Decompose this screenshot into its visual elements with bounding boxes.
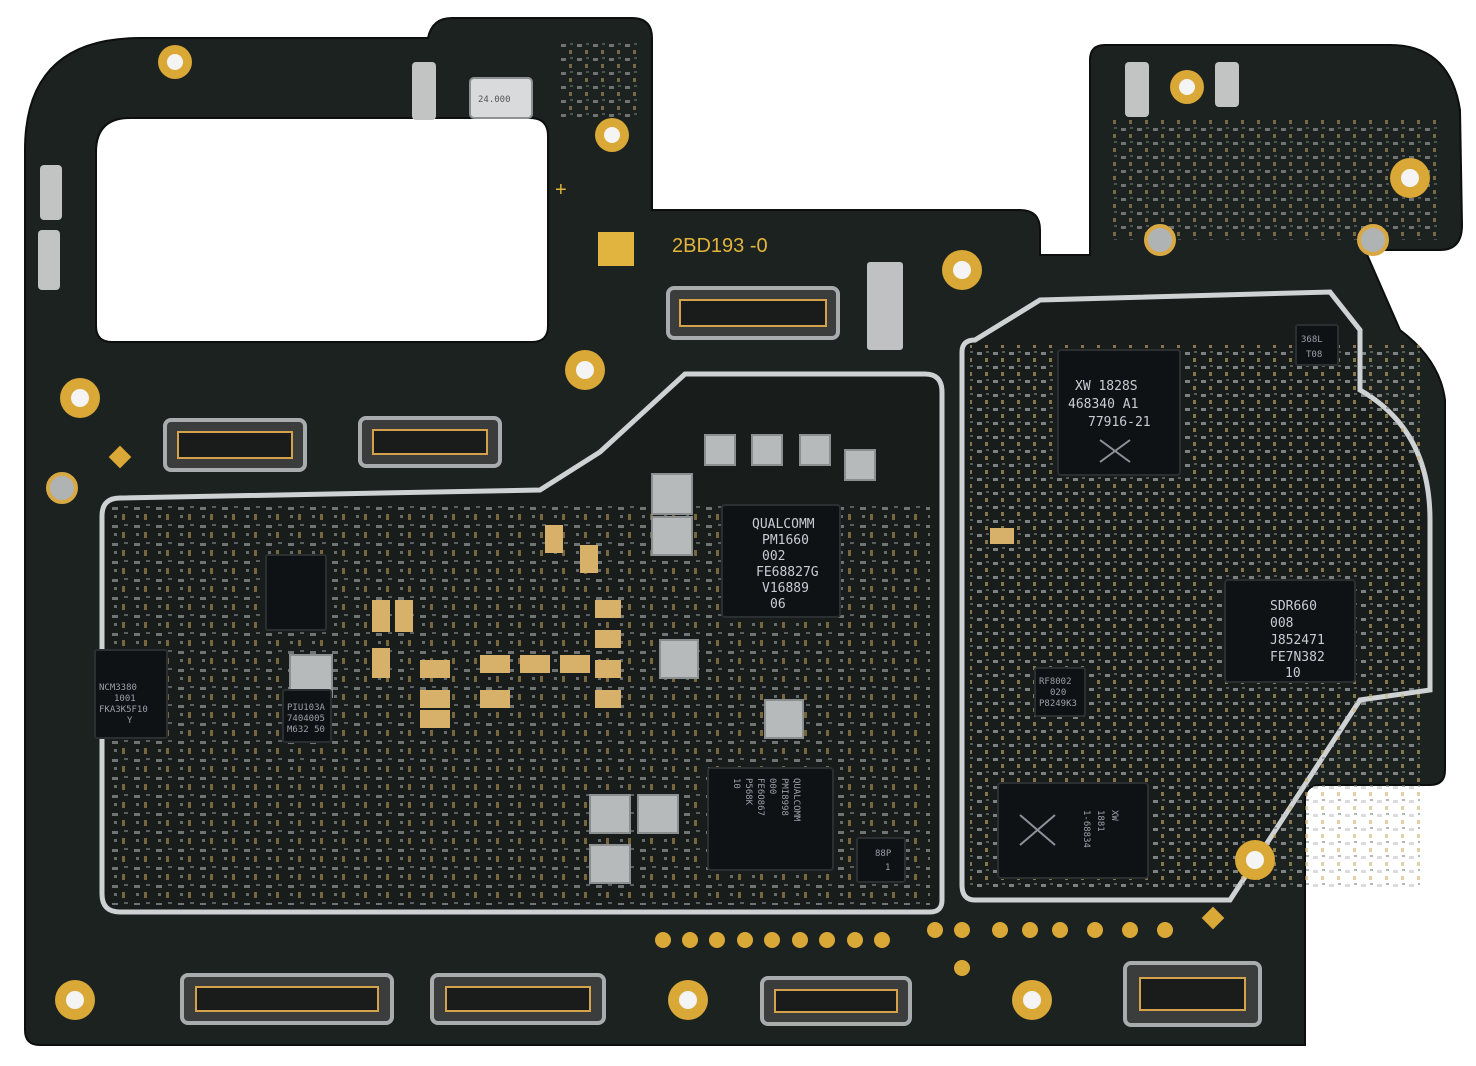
qcb-line-5: P568K [743,778,753,806]
connectors [163,286,1262,1027]
chip-88p: 88P 1 [856,837,906,883]
test-pads [108,445,1225,976]
mounting-holes [55,45,1430,1020]
pm-small-line-2: 1 [885,863,890,873]
nfc-line-1: NCM3380 [99,683,137,693]
chip-transceiver: XW 1828S 468340 A1 77916-21 [1057,349,1181,476]
pmic-line-6: 06 [770,597,786,612]
pmic-line-2: PM1660 [762,533,809,548]
pmic-line-4: FE68827G [756,565,819,580]
chip-368-line-2: T08 [1306,350,1322,360]
chip-qcom-bottom: QUALCOMM PMI8998 000 FE6O867 P568K 10 [707,767,834,871]
crystal-label: 24.000 [478,95,511,105]
silkscreen-plus: + [555,179,567,201]
capacitors [372,525,1014,728]
piu-line-1: PIU103A [287,703,326,713]
chip-pmic: QUALCOMM PM1660 002 FE68827G V16889 06 [721,504,841,618]
qcb-line-1: QUALCOMM [791,778,801,822]
piu-line-2: 7404005 [287,714,325,724]
nfc-line-2: 1001 [114,694,136,704]
sdr-line-5: 10 [1285,666,1301,681]
cutout [95,117,549,343]
xwb-line-3: 1-68834 [1081,810,1091,848]
chip-368-line-1: 368L [1301,335,1323,345]
chip-xw-bottom: XW 1881 1-68834 [997,782,1149,879]
pm-small-line-1: 88P [875,849,892,859]
sdr-line-4: FE7N382 [1270,650,1325,665]
xcvr-line-3: 77916-21 [1088,415,1151,430]
chip-small-left [265,554,327,631]
chip-rf8002: RF8002 020 P8249K3 [1034,667,1086,717]
nfc-line-3: FKA3K5F10 [99,705,148,715]
xwb-line-1: XW [1109,810,1119,821]
inductors [289,434,876,884]
antenna-clips [38,62,1389,504]
rf-line-2: 020 [1050,688,1066,698]
sdr-line-3: J852471 [1270,633,1325,648]
sdr-line-1: SDR660 [1270,599,1317,614]
pmic-line-3: 002 [762,549,785,564]
xcvr-line-1: XW 1828S [1075,379,1138,394]
xcvr-line-2: 468340 A1 [1068,397,1138,412]
piu-line-3: M632 50 [287,725,325,735]
qcb-line-6: 10 [731,778,741,789]
pmic-line-5: V16889 [762,581,809,596]
crystal-oscillator [469,77,533,119]
rf-line-3: P8249K3 [1039,699,1077,709]
qcb-line-3: 000 [767,778,777,794]
chip-piu: PIU103A 7404005 M632 50 [282,689,332,743]
qcb-line-4: FE6O867 [755,778,765,816]
sdr-line-2: 008 [1270,616,1293,631]
qcb-line-2: PMI8998 [779,778,789,816]
silkscreen-id: 2BD193 -0 [672,235,768,257]
xwb-line-2: 1881 [1095,810,1105,832]
rf-line-1: RF8002 [1039,677,1072,687]
pmic-line-1: QUALCOMM [752,517,815,532]
nfc-line-4: Y [127,716,133,726]
chip-368l: 368L T08 [1295,324,1339,366]
chip-sdr660: SDR660 008 J852471 FE7N382 10 [1224,579,1356,683]
chip-nfc: NCM3380 1001 FKA3K5F10 Y [94,649,168,739]
